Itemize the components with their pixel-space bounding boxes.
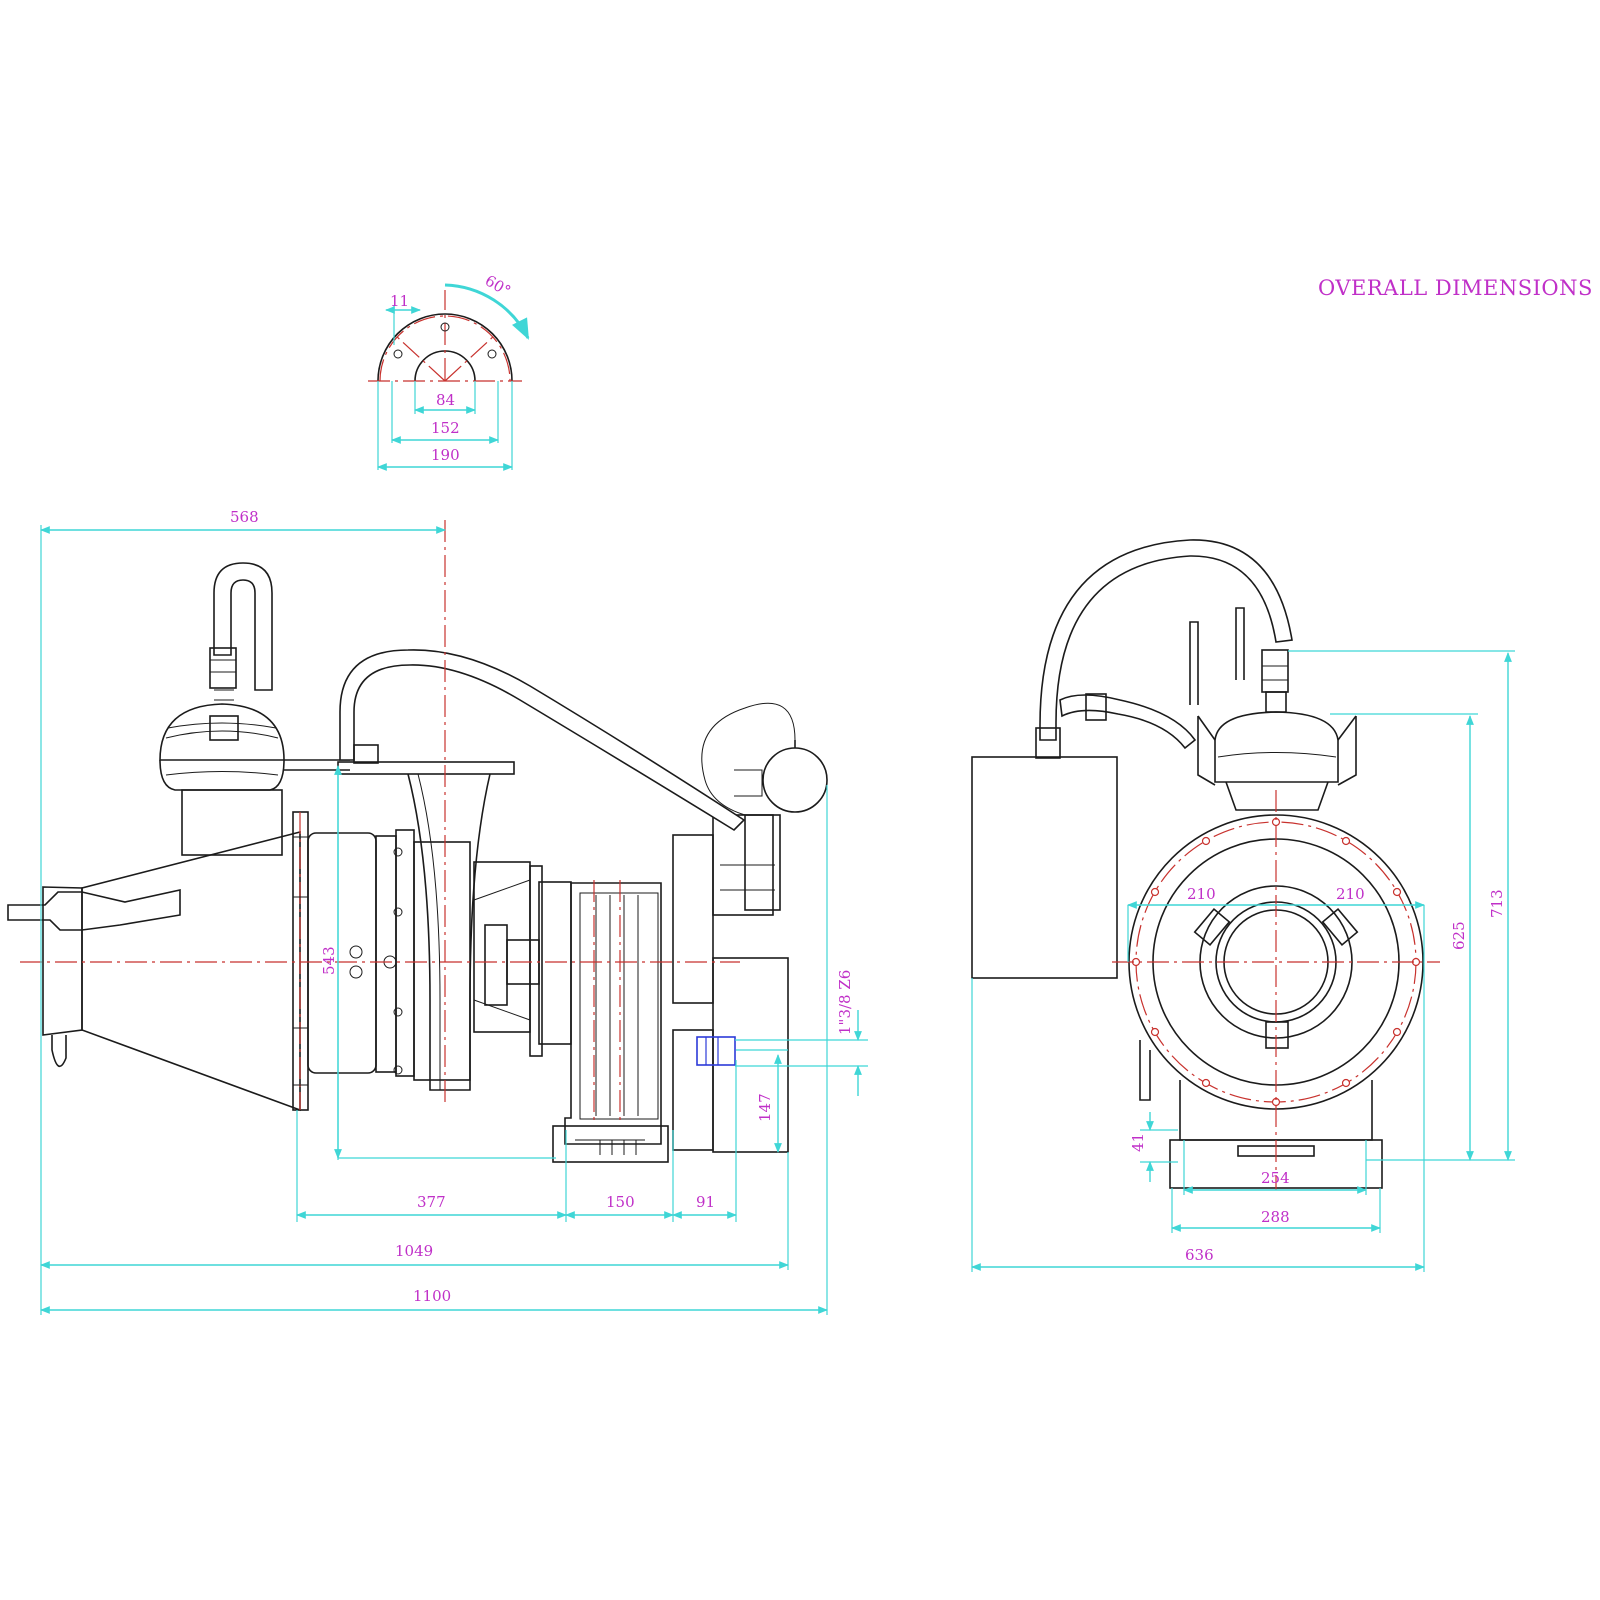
dim-1049: 1049 — [395, 1242, 433, 1260]
flange-outer-dim: 190 — [431, 446, 460, 464]
flange-inner-dim: 84 — [436, 391, 455, 409]
dim-568: 568 — [230, 508, 259, 526]
thread-spec: 1"3/8 Z6 — [836, 970, 854, 1035]
side-view: 568 543 377 150 91 147 1049 1100 1"3/8 Z… — [7, 508, 868, 1315]
flange-detail: 60° 11 84 152 190 — [368, 271, 530, 471]
drawing-title: OVERALL DIMENSIONS — [1318, 276, 1593, 300]
dim-1100: 1100 — [413, 1287, 451, 1305]
dim-288: 288 — [1261, 1208, 1290, 1226]
dim-150: 150 — [606, 1193, 635, 1211]
dim-713: 713 — [1488, 889, 1506, 918]
dim-210-right: 210 — [1336, 885, 1365, 903]
dim-636: 636 — [1185, 1246, 1214, 1264]
dim-210-left: 210 — [1187, 885, 1216, 903]
dim-625: 625 — [1450, 921, 1468, 950]
dim-254: 254 — [1261, 1169, 1290, 1187]
flange-hole-dim: 11 — [390, 292, 409, 310]
dim-91: 91 — [696, 1193, 715, 1211]
dim-41: 41 — [1129, 1133, 1147, 1152]
dim-543: 543 — [320, 946, 338, 975]
dim-377: 377 — [417, 1193, 446, 1211]
front-view: 210 210 41 254 288 636 625 713 — [971, 539, 1515, 1272]
flange-bolt-circle-dim: 152 — [431, 419, 460, 437]
dim-147: 147 — [756, 1093, 774, 1122]
